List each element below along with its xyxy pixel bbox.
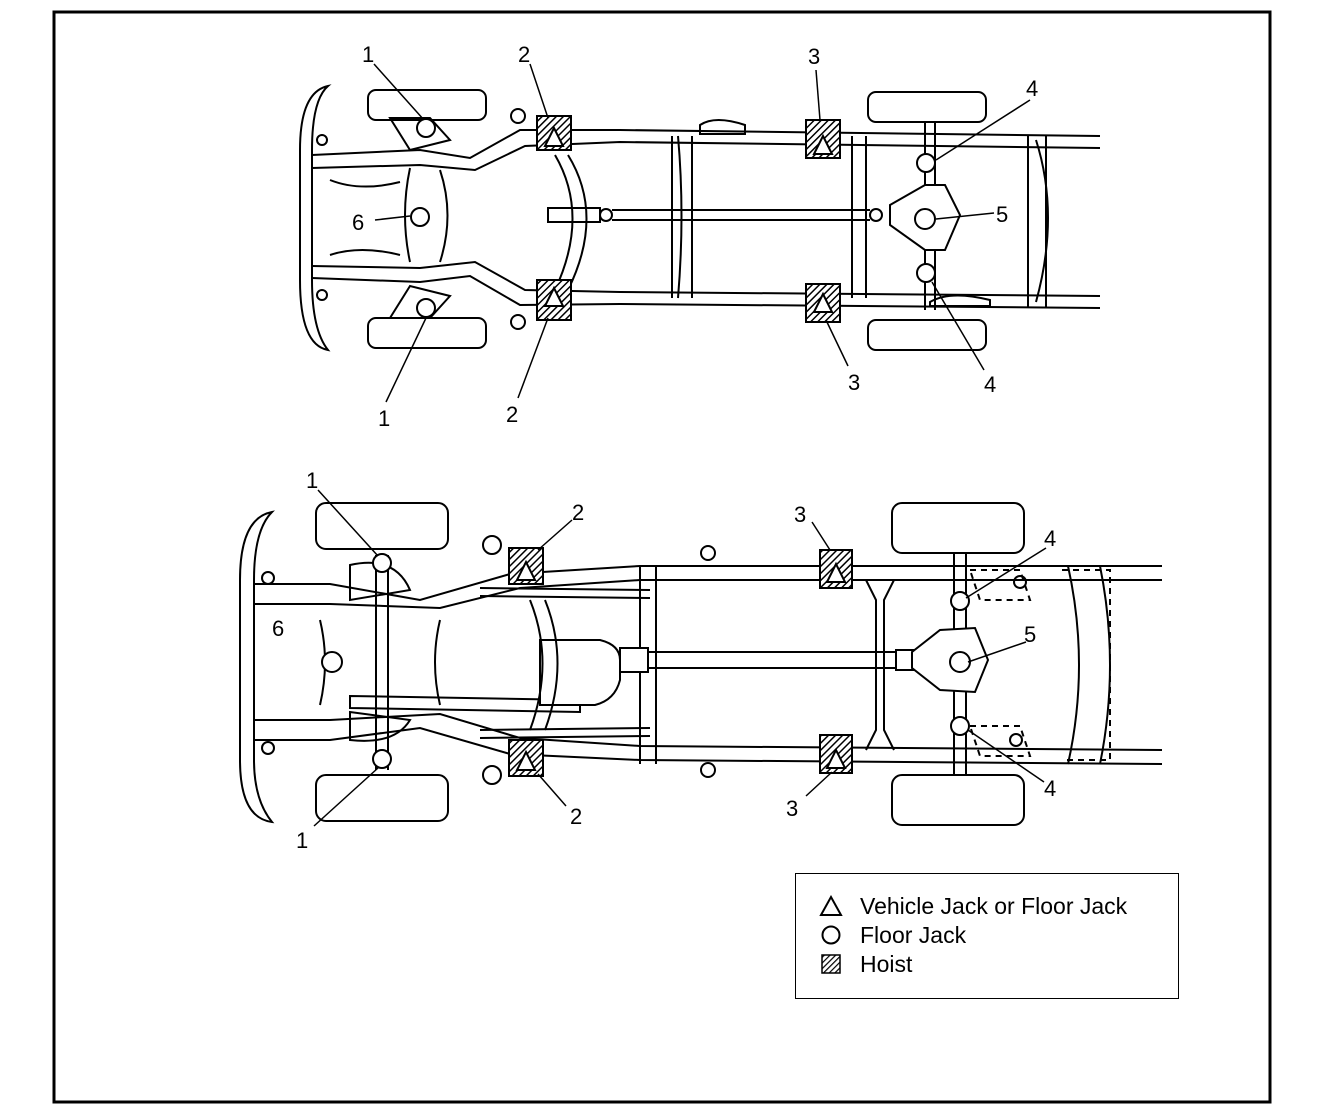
top-leader-lines xyxy=(373,63,1031,403)
callout-5: 5 xyxy=(996,202,1008,227)
floor-jack-point xyxy=(372,749,392,769)
callout-3: 3 xyxy=(794,502,806,527)
callout-4: 4 xyxy=(1044,526,1056,551)
callout-2: 2 xyxy=(570,804,582,829)
callout-3: 3 xyxy=(848,370,860,395)
vehicle-jack-point xyxy=(812,291,834,313)
floor-jack-point xyxy=(950,591,970,611)
floor-jack-point xyxy=(410,207,430,227)
legend-label: Hoist xyxy=(860,950,913,977)
top-lift-symbols xyxy=(410,115,936,323)
callout-1: 1 xyxy=(362,42,374,67)
callout-3: 3 xyxy=(808,44,820,69)
vehicle-jack-point xyxy=(812,133,834,155)
callout-6: 6 xyxy=(352,210,364,235)
callout-labels: 1 1 2 2 3 3 4 4 5 6 1 1 2 2 3 3 4 4 5 6 xyxy=(272,42,1056,853)
legend-label: Vehicle Jack or Floor Jack xyxy=(860,892,1128,919)
vehicle-jack-point xyxy=(515,749,537,771)
callout-1: 1 xyxy=(296,828,308,853)
vehicle-jack-point xyxy=(825,747,847,769)
legend-item: Hoist xyxy=(818,950,912,978)
top-chassis xyxy=(299,84,1101,352)
floor-jack-point xyxy=(914,208,936,230)
legend-label: Floor Jack xyxy=(860,921,967,948)
floor-jack-point xyxy=(916,263,936,283)
legend-item: Vehicle Jack or Floor Jack xyxy=(818,892,1127,920)
floor-jack-point xyxy=(950,716,970,736)
bottom-lift-symbols xyxy=(321,547,971,777)
floor-jack-point xyxy=(416,298,436,318)
vehicle-jack-point xyxy=(515,559,537,581)
circle-icon xyxy=(818,922,844,948)
floor-jack-point xyxy=(916,153,936,173)
legend-item: Floor Jack xyxy=(818,921,966,949)
callout-1: 1 xyxy=(378,406,390,431)
callout-5: 5 xyxy=(1024,622,1036,647)
callout-4: 4 xyxy=(984,372,996,397)
callout-1: 1 xyxy=(306,468,318,493)
vehicle-jack-point xyxy=(543,125,565,147)
callout-2: 2 xyxy=(506,402,518,427)
legend: Vehicle Jack or Floor Jack Floor Jack Ho… xyxy=(795,873,1179,999)
callout-6: 6 xyxy=(272,616,284,641)
bottom-leader-lines xyxy=(313,489,1047,827)
callout-4: 4 xyxy=(1044,776,1056,801)
callout-2: 2 xyxy=(572,500,584,525)
hoist-point xyxy=(819,549,853,589)
floor-jack-point xyxy=(321,651,343,673)
callout-3: 3 xyxy=(786,796,798,821)
floor-jack-point xyxy=(372,553,392,573)
hatched-square-icon xyxy=(818,951,844,977)
vehicle-jack-point xyxy=(825,561,847,583)
floor-jack-point xyxy=(416,118,436,138)
floor-jack-point xyxy=(949,651,971,673)
figure-frame xyxy=(52,10,1272,1104)
callout-2: 2 xyxy=(518,42,530,67)
callout-4: 4 xyxy=(1026,76,1038,101)
triangle-icon xyxy=(818,893,844,919)
bottom-chassis xyxy=(239,502,1163,826)
vehicle-jack-point xyxy=(543,285,565,307)
